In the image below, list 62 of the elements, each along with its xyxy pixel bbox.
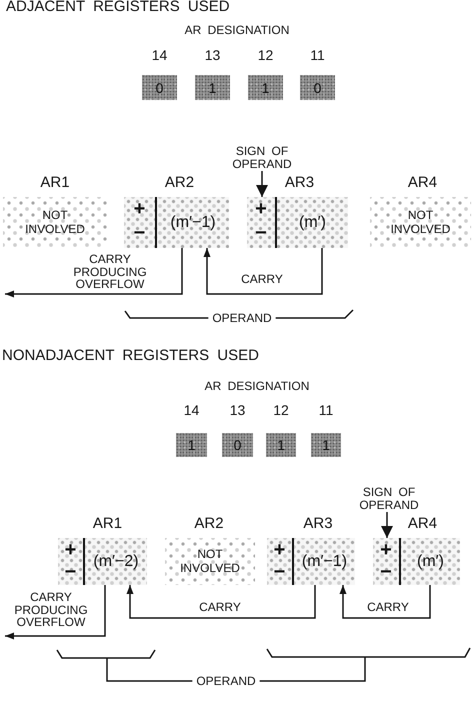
bracket-label: OPERAND xyxy=(196,674,256,688)
caption-text: AR DESIGNATION xyxy=(184,23,290,37)
bit-value: 0 xyxy=(314,80,322,96)
register-name: AR2 xyxy=(164,174,194,191)
register-name: AR4 xyxy=(408,174,438,191)
register-value: (m′−2) xyxy=(93,552,139,570)
plus-sign: + xyxy=(255,199,267,219)
register-name: AR3 xyxy=(284,174,314,191)
pointer-arrow xyxy=(381,512,393,538)
edge-label: CARRY xyxy=(239,273,285,286)
bit-value: 1 xyxy=(277,437,285,453)
section-heading: NONADJACENT REGISTERS USED xyxy=(2,349,259,363)
register-name: AR1 xyxy=(92,515,122,532)
edge-label: CARRY PRODUCING OVERFLOW xyxy=(12,591,90,628)
carry-arrow xyxy=(5,248,183,298)
bit-number: 11 xyxy=(310,47,325,63)
bit-value: 1 xyxy=(322,437,330,453)
minus-sign: − xyxy=(64,562,76,582)
bit-number: 12 xyxy=(258,47,274,63)
status-text: NOT INVOLVED xyxy=(180,548,240,575)
bit-number: 13 xyxy=(204,47,220,63)
bit-number: 14 xyxy=(152,47,168,63)
register-value: (m′−1) xyxy=(170,214,216,232)
edge-label: CARRY xyxy=(365,601,411,614)
carry-arrow xyxy=(204,248,323,295)
plus-sign: + xyxy=(274,540,286,560)
bit-number: 12 xyxy=(273,402,289,418)
register-value: (m′−1) xyxy=(302,552,348,570)
bit-value: 1 xyxy=(188,437,196,453)
pointer-arrow xyxy=(256,171,268,197)
edge-label: CARRY PRODUCING OVERFLOW xyxy=(71,253,149,290)
bit-value: 1 xyxy=(208,80,216,96)
edge-label: CARRY xyxy=(197,601,243,614)
carry-arrow xyxy=(340,585,431,619)
plus-sign: + xyxy=(380,540,392,560)
callout-text: SIGN OF OPERAND xyxy=(359,486,419,512)
carry-arrow xyxy=(5,585,106,640)
bracket-label: OPERAND xyxy=(212,311,272,325)
bit-number: 14 xyxy=(184,402,200,418)
caption-text: AR DESIGNATION xyxy=(204,379,310,393)
bit-value: 1 xyxy=(262,80,270,96)
minus-sign: − xyxy=(255,223,267,243)
register-name: AR3 xyxy=(303,515,333,532)
status-text: NOT INVOLVED xyxy=(25,209,85,236)
plus-sign: + xyxy=(134,199,146,219)
register-value: (m′) xyxy=(299,214,326,232)
callout-text: SIGN OF OPERAND xyxy=(232,145,292,171)
bit-number: 11 xyxy=(318,402,334,418)
section-heading: ADJACENT REGISTERS USED xyxy=(6,0,230,14)
register-value: (m′) xyxy=(417,552,444,570)
minus-sign: − xyxy=(274,562,286,582)
bit-value: 0 xyxy=(234,437,242,453)
minus-sign: − xyxy=(380,562,392,582)
register-name: AR1 xyxy=(40,174,70,191)
status-text: NOT INVOLVED xyxy=(390,209,450,236)
bit-number: 13 xyxy=(230,402,246,418)
carry-arrow xyxy=(126,585,316,619)
minus-sign: − xyxy=(134,223,146,243)
register-name: AR4 xyxy=(408,515,438,532)
bit-value: 0 xyxy=(156,80,164,96)
plus-sign: + xyxy=(64,540,76,560)
register-name: AR2 xyxy=(194,515,224,532)
